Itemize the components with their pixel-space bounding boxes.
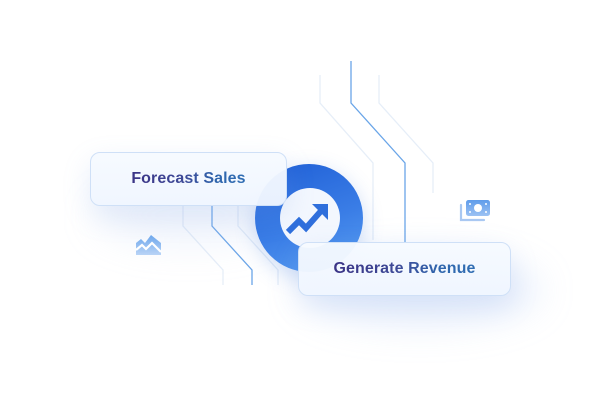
money-bills-icon <box>459 200 490 222</box>
area-chart-icon <box>135 235 162 255</box>
forecast-sales-label: Forecast Sales <box>131 170 246 187</box>
generate-revenue-label: Generate Revenue <box>333 260 476 277</box>
generate-revenue-card[interactable]: Generate Revenue <box>298 242 511 296</box>
forecast-sales-card[interactable]: Forecast Sales <box>90 152 287 206</box>
trending-up-arrow-icon <box>285 204 328 235</box>
growth-badge-center <box>280 188 340 248</box>
